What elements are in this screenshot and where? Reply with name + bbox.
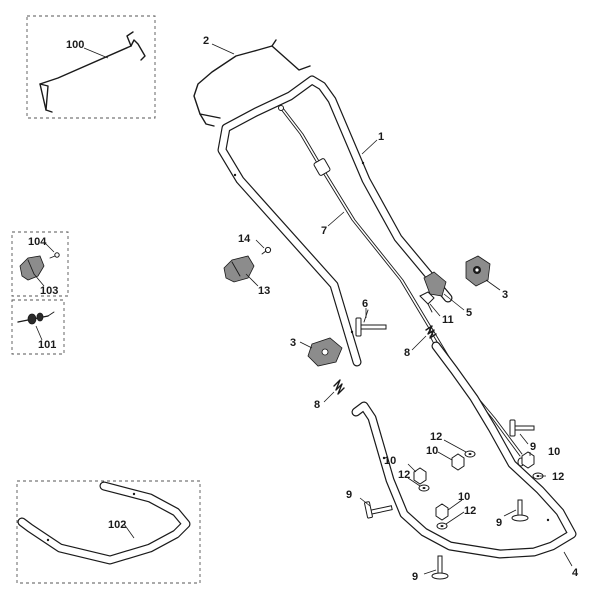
callout-104: 104: [28, 236, 47, 248]
callout-10-a: 10: [426, 445, 438, 457]
part-14-screw: [261, 246, 272, 255]
callout-10-d: 10: [548, 446, 560, 458]
callout-2: 2: [203, 35, 209, 47]
callout-3-right: 3: [502, 289, 508, 301]
part-1-upper-handle: [217, 75, 453, 367]
part-2-bail-wire: [193, 39, 311, 127]
part-12-washer-1: [464, 450, 476, 458]
callout-12-a: 12: [430, 431, 442, 443]
callout-8-lower: 8: [314, 399, 320, 411]
callout-9-bottom: 9: [412, 571, 418, 583]
part-5-cable-clip: [423, 271, 447, 297]
callout-5: 5: [466, 307, 472, 319]
callout-8-upper: 8: [404, 347, 410, 359]
callout-102: 102: [108, 519, 126, 531]
callout-4: 4: [572, 567, 579, 579]
part-8-spring-upper: [425, 325, 437, 339]
callout-12-b: 12: [398, 469, 410, 481]
inset-box-101: [11, 299, 65, 355]
callout-100: 100: [66, 39, 84, 51]
inset-box-102: [16, 480, 201, 584]
callout-9-left: 9: [346, 489, 352, 501]
callout-6: 6: [362, 298, 368, 310]
part-11-clip: [419, 291, 435, 313]
part-12-washer-3: [436, 522, 448, 530]
inset-box-100: [26, 15, 156, 119]
callout-9-right: 9: [530, 441, 536, 453]
part-3-knob-right: [465, 255, 491, 287]
part-10-nut-3: [435, 503, 449, 521]
leader-lines: [33, 43, 573, 575]
part-3-knob-left: [307, 337, 343, 367]
callout-11: 11: [442, 314, 454, 326]
callout-13: 13: [258, 285, 270, 297]
part-104-screw: [49, 252, 60, 259]
part-9-bolt-center: [511, 499, 529, 522]
callout-labels: 100 2 1 7 14 13 104 103 101 6 11 5 3 3 8…: [28, 35, 579, 583]
callout-1: 1: [378, 131, 384, 143]
part-13-handle-clamp: [223, 255, 255, 283]
callout-12-c: 12: [552, 471, 564, 483]
callout-12-d: 12: [464, 505, 476, 517]
part-10-nut-2: [413, 467, 427, 485]
callout-3-left: 3: [290, 337, 296, 349]
part-103-clamp: [19, 255, 45, 281]
callout-14: 14: [238, 233, 251, 245]
part-9-bolt-right: [509, 419, 535, 437]
part-8-spring-lower: [333, 379, 345, 395]
callout-7: 7: [321, 225, 327, 237]
callout-103: 103: [40, 285, 58, 297]
callout-9-center: 9: [496, 517, 502, 529]
part-10-nut-1: [451, 453, 465, 471]
part-9-bolt-left: [364, 501, 393, 519]
part-10-nut-4: [521, 451, 535, 469]
part-7-cable: [278, 105, 525, 467]
part-6-bolt: [355, 309, 387, 337]
part-100-bail-wire: [39, 31, 146, 113]
callout-101: 101: [38, 339, 56, 351]
part-102-handle-section: [17, 481, 191, 565]
part-4-lower-handle: [351, 341, 577, 559]
part-101-cable-end: [17, 311, 55, 325]
callout-10-b: 10: [384, 455, 396, 467]
callout-10-c: 10: [458, 491, 470, 503]
part-9-bolt-bottom: [431, 555, 449, 580]
part-12-washer-2: [418, 484, 430, 492]
